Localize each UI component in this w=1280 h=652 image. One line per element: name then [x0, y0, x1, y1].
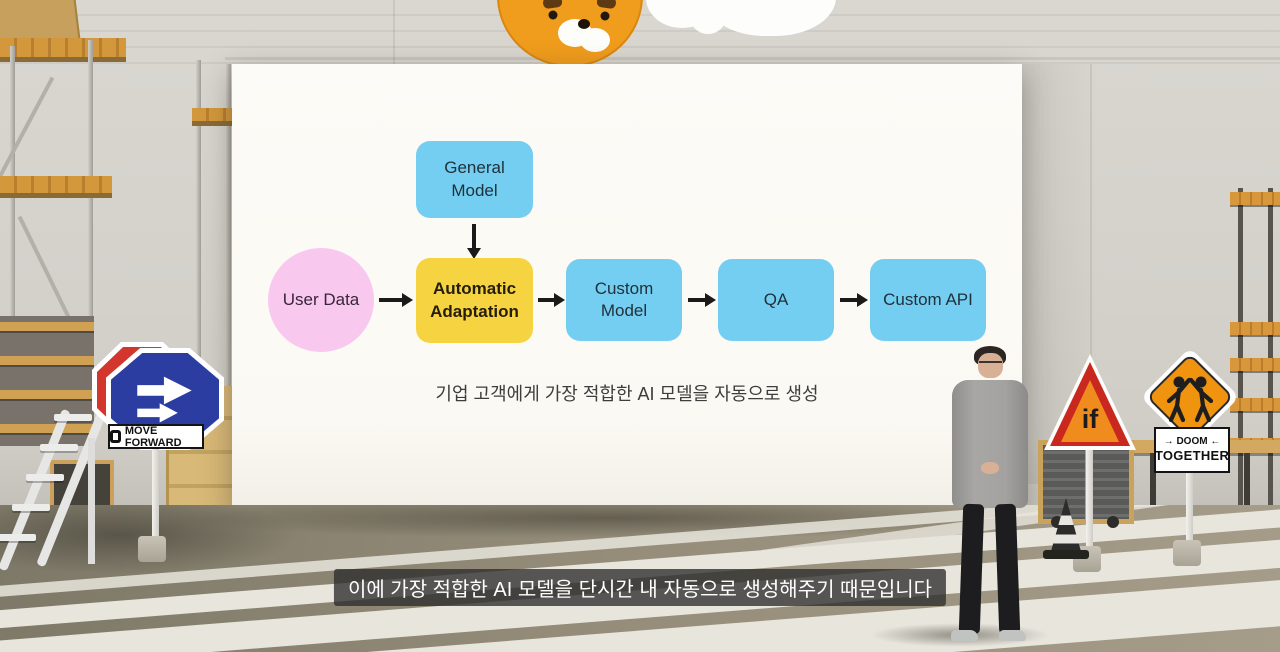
if-kakao-logo-icon	[110, 430, 121, 443]
ladder-step	[54, 414, 92, 421]
high-five-people-icon	[1166, 376, 1214, 423]
node-custom-api-label: Custom API	[883, 289, 973, 309]
rack-rail	[1268, 188, 1273, 652]
storage-rack-left	[0, 316, 94, 446]
cone-body	[1050, 498, 1082, 552]
together-sign: → DOOM ← TOGETHER	[1140, 347, 1240, 578]
rack-bar	[0, 424, 94, 433]
presenter-sweatshirt	[952, 380, 1028, 508]
node-custom-api: Custom API	[870, 259, 986, 341]
ladder-leg	[88, 438, 95, 564]
ryan-character	[497, 0, 643, 67]
glasses	[979, 361, 1002, 366]
arrow-right-icon	[538, 298, 554, 302]
rack-shelf	[1230, 322, 1280, 335]
if-label: if	[1081, 404, 1099, 434]
wall-seam	[1090, 64, 1092, 444]
arrow-right-icon	[840, 298, 857, 302]
scaffold-platform	[192, 108, 238, 126]
move-forward-label: MOVE FORWARD	[124, 424, 182, 449]
node-qa: QA	[718, 259, 834, 341]
logo-mark	[113, 433, 118, 440]
concrete-floor	[0, 505, 1280, 652]
presentation-board: General Model User Data Automatic Adapta…	[232, 64, 1022, 513]
rack-shelf	[1230, 398, 1280, 411]
node-automatic-adaptation: Automatic Adaptation	[416, 258, 533, 343]
node-general-model-label: General Model	[444, 158, 505, 200]
presenter-shoe	[951, 630, 978, 641]
ladder-step	[26, 474, 64, 481]
wall-seam	[393, 0, 395, 64]
sign-pole	[1186, 444, 1193, 558]
scaffold-left-2	[190, 50, 260, 430]
arrow-right-icon	[688, 298, 705, 302]
arrow-left-icon: ←	[1210, 436, 1221, 448]
node-custom-model: Custom Model	[566, 259, 682, 341]
wall-ledge	[225, 57, 1280, 60]
subtitle-bar: 이에 가장 적합한 AI 모델을 단시간 내 자동으로 생성해주기 때문입니다	[333, 569, 947, 606]
presenter-shoe	[999, 630, 1026, 641]
node-user-data-label: User Data	[282, 289, 360, 309]
scaffold-platform	[0, 38, 126, 62]
node-qa-label: QA	[763, 289, 789, 309]
scaffold-left	[0, 0, 140, 450]
move-forward-plaque: MOVE FORWARD	[108, 424, 204, 449]
traffic-cone	[1043, 498, 1089, 560]
diagram-caption: 기업 고객에게 가장 적합한 AI 모델을 자동으로 생성	[435, 384, 819, 404]
ladder-step	[12, 504, 50, 511]
presenter-face	[978, 353, 1003, 378]
ladder-step	[40, 444, 78, 451]
step-ladder	[0, 404, 109, 572]
rack-bar	[0, 390, 94, 399]
presenter-hands	[981, 462, 999, 474]
double-arrow-right-icon	[137, 376, 192, 423]
sign-base	[1173, 540, 1201, 566]
sign-pole	[152, 448, 159, 548]
sign-base	[138, 536, 166, 562]
scaffold-pole	[10, 46, 15, 438]
scaffold-pole	[196, 60, 201, 420]
presenter	[933, 346, 1047, 646]
rack-shelf	[1230, 358, 1280, 371]
table-leg	[1244, 453, 1250, 525]
doom-label: DOOM	[1176, 436, 1208, 448]
presenter-leg	[958, 503, 985, 635]
scaffold-pole	[226, 64, 231, 420]
rack-bar	[0, 322, 94, 331]
arrow-down-icon	[472, 224, 476, 248]
together-plaque-line1: → DOOM ←	[1164, 436, 1221, 448]
scaffold-platform	[0, 176, 112, 198]
together-label: TOGETHER	[1154, 448, 1230, 464]
sign-pole	[1086, 450, 1093, 560]
move-forward-sign: MOVE FORWARD	[80, 336, 240, 576]
caster-wheel	[1107, 516, 1119, 528]
node-automatic-adaptation-label: Automatic Adaptation	[430, 279, 519, 321]
node-custom-model-label: Custom Model	[594, 278, 654, 320]
node-user-data: User Data	[268, 248, 374, 352]
ryan-face	[497, 0, 643, 67]
arrow-right-icon: →	[1163, 436, 1174, 448]
table-leg	[1150, 453, 1156, 515]
rack-rail	[1238, 188, 1243, 652]
cone-base	[1043, 550, 1089, 559]
if-sign: if	[1040, 350, 1150, 580]
node-general-model: General Model	[416, 141, 533, 218]
subtitle-text: 이에 가장 적합한 AI 모델을 단시간 내 자동으로 생성해주기 때문입니다	[347, 579, 933, 601]
ladder-step	[0, 534, 36, 541]
rack-shelf	[1230, 192, 1280, 205]
ladder-rail	[0, 408, 71, 572]
scaffold-pole	[88, 40, 93, 438]
rack-bar	[0, 356, 94, 365]
presenter-leg	[994, 503, 1021, 635]
arrow-right-icon	[379, 298, 402, 302]
together-plaque: → DOOM ← TOGETHER	[1154, 427, 1230, 473]
